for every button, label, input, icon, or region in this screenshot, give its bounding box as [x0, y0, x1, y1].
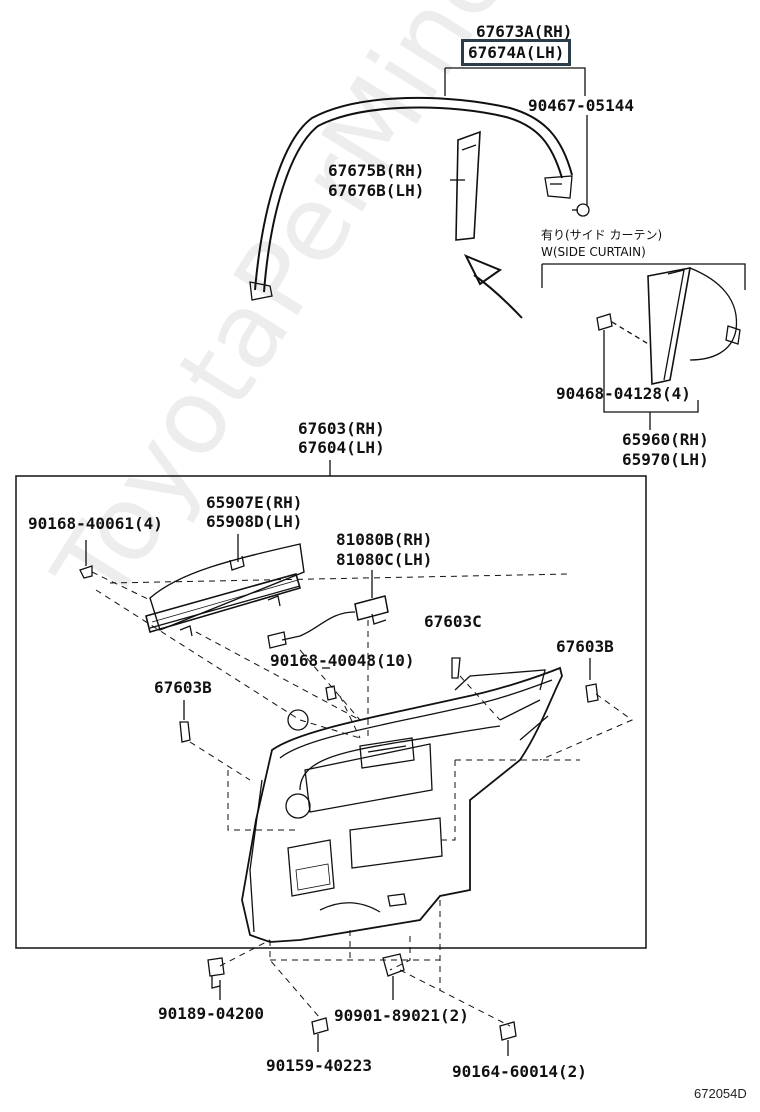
label-67603c[interactable]: 67603C [424, 612, 482, 631]
label-67604[interactable]: 67604(LH) [298, 438, 385, 457]
label-90168-40061[interactable]: 90168-40061(4) [28, 514, 163, 533]
fasteners [79, 540, 599, 743]
label-side-curtain-en: W(SIDE CURTAIN) [541, 245, 646, 259]
diagram-code: 672054D [694, 1086, 747, 1101]
label-65960[interactable]: 65960(RH) [622, 430, 709, 449]
courtesy-lamp-switch [267, 570, 389, 649]
label-90159-40223[interactable]: 90159-40223 [266, 1056, 372, 1075]
label-90164-60014[interactable]: 90164-60014(2) [452, 1062, 587, 1081]
label-81080c[interactable]: 81080C(LH) [336, 550, 433, 569]
side-curtain-inset [541, 263, 746, 430]
label-side-curtain-jp: 有り(サイド カーテン) [541, 228, 663, 242]
label-90468-04128[interactable]: 90468-04128(4) [556, 384, 691, 403]
assembly-lines [91, 571, 634, 1027]
label-65907e[interactable]: 65907E(RH) [206, 493, 303, 512]
label-90189-04200[interactable]: 90189-04200 [158, 1004, 264, 1023]
label-65908d[interactable]: 65908D(LH) [206, 512, 303, 531]
roof-garnish-assembly [249, 67, 590, 319]
label-67603b-left[interactable]: 67603B [154, 678, 212, 697]
door-trim-panel [241, 666, 563, 943]
label-67603b-right[interactable]: 67603B [556, 637, 614, 656]
label-90168-40048[interactable]: 90168-40048(10) [270, 651, 415, 670]
label-67603[interactable]: 67603(RH) [298, 419, 385, 438]
label-67676b[interactable]: 67676B(LH) [328, 181, 425, 200]
label-65970[interactable]: 65970(LH) [622, 450, 709, 469]
door-pocket-part [145, 534, 305, 637]
label-81080b[interactable]: 81080B(RH) [336, 530, 433, 549]
label-67675b[interactable]: 67675B(RH) [328, 161, 425, 180]
label-67674a-highlighted[interactable]: 67674A(LH) [461, 39, 572, 66]
label-90901-89021[interactable]: 90901-89021(2) [334, 1006, 469, 1025]
door-trim-frame [15, 460, 647, 949]
bottom-fasteners [207, 953, 517, 1056]
label-90467-05144[interactable]: 90467-05144 [528, 96, 634, 115]
label-67673a[interactable]: 67673A(RH) [476, 22, 573, 41]
